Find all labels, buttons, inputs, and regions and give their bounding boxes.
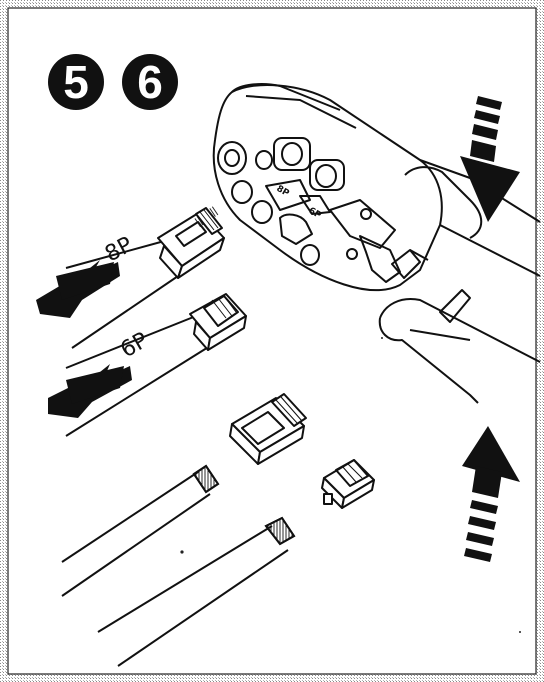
step-badge-6: 6 (122, 54, 178, 110)
rj45-plug-on-cable (157, 206, 225, 279)
svg-text:5: 5 (63, 56, 89, 108)
arrow-down-icon (460, 96, 520, 222)
stripped-cable-6p (97, 516, 296, 667)
rj45-plug (229, 393, 307, 465)
arrow-right-icon (48, 364, 132, 418)
rj11-plug-on-cable (189, 293, 247, 351)
stripped-cable-8p (61, 464, 220, 597)
arrow-right-icon (36, 260, 120, 318)
cable-8p (65, 239, 185, 349)
rj11-plug (321, 459, 375, 509)
svg-text:6: 6 (137, 56, 163, 108)
step-badge-5: 5 (48, 54, 104, 110)
cable-6p (65, 315, 211, 437)
arrow-up-icon (462, 426, 520, 562)
crimping-tool (212, 83, 541, 404)
